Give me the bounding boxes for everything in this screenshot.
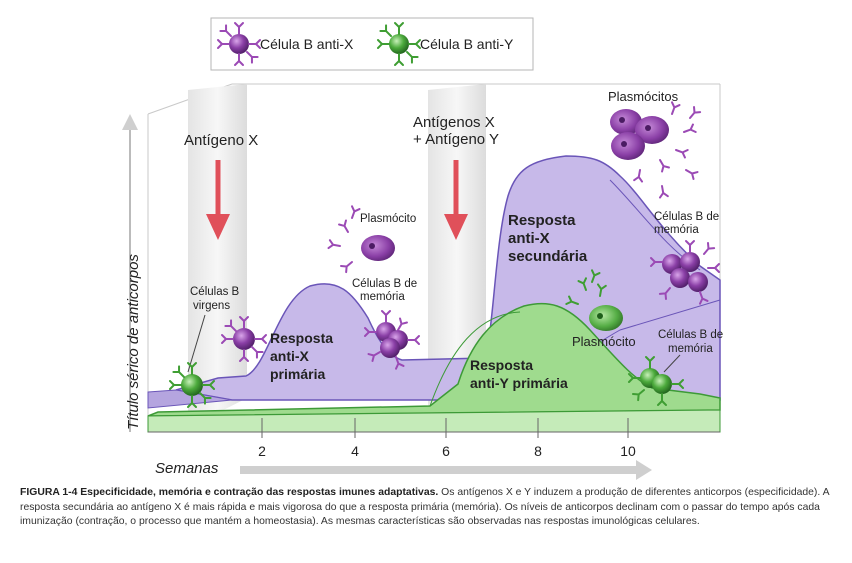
- secondary-x-label-line1: Resposta: [508, 212, 576, 229]
- antigens-xy-label-line2: + Antígeno Y: [413, 131, 499, 148]
- plasma-top-label: Plasmócitos: [608, 89, 679, 104]
- memory-b-cells-1-icon: [364, 310, 420, 370]
- purple-plasma-cell-icon: [327, 205, 395, 274]
- purple-plasma-cluster-icon: [610, 101, 702, 199]
- tick-label-week-6: 6: [442, 443, 450, 459]
- memory-b2-label-line2: memória: [654, 224, 699, 236]
- caption-title: FIGURA 1-4 Especificidade, memória e con…: [20, 487, 439, 498]
- plasma-small-label: Plasmócito: [360, 213, 416, 225]
- x-axis-ticks: [148, 418, 720, 438]
- plasma-green-label: Plasmócito: [572, 334, 636, 349]
- legend-item-anti-y: Célula B anti-Y: [420, 36, 514, 52]
- naive-b-label-line2: virgens: [193, 300, 230, 312]
- immune-response-diagram: Célula B anti-X Célula B anti-Y: [122, 17, 723, 480]
- figure-caption: FIGURA 1-4 Especificidade, memória e con…: [20, 486, 840, 530]
- antigens-xy-label-line1: Antígenos X: [413, 114, 495, 131]
- y-axis-label: Título sérico de anticorpos: [125, 254, 142, 430]
- legend: Célula B anti-X Célula B anti-Y: [210, 17, 534, 71]
- x-axis-arrow: [240, 460, 652, 480]
- secondary-x-label-line2: anti-X: [508, 230, 550, 247]
- tick-label-week-8: 8: [534, 443, 542, 459]
- naive-b-label-line1: Células B: [190, 286, 240, 298]
- primary-y-label-line2: anti-Y primária: [470, 375, 568, 391]
- antigen-x-label: Antígeno X: [184, 132, 258, 149]
- x-axis-label: Semanas: [155, 460, 219, 477]
- x-tick-labels: 2 4 6 8 10: [258, 443, 636, 459]
- anti-y-response-curve: [147, 302, 721, 433]
- antigen-xy-arrow-icon: [444, 160, 468, 240]
- antigen-x-shaft: [188, 84, 247, 428]
- legend-item-anti-x: Célula B anti-X: [260, 36, 354, 52]
- green-b-cell-icon: [377, 22, 421, 66]
- memory-b-cells-3-icon: [628, 356, 684, 406]
- green-plasma-cell-icon: [565, 269, 623, 331]
- naive-purple-b-cell-icon: [221, 316, 267, 362]
- primary-x-label-line3: primária: [270, 366, 325, 382]
- secondary-x-label-line3: secundária: [508, 248, 588, 265]
- memory-b1-label-line1: Células B de: [352, 278, 417, 290]
- tick-label-week-4: 4: [351, 443, 359, 459]
- memory-b3-label-line1: Células B de: [658, 329, 723, 341]
- antigen-xy-shaft: [428, 84, 486, 428]
- memory-b-cells-2-icon: [650, 240, 720, 305]
- memory-b1-label-line2: memória: [360, 291, 405, 303]
- primary-y-label-line1: Resposta: [470, 357, 533, 373]
- naive-green-b-cell-icon: [169, 362, 215, 408]
- memory-b2-label-line1: Células B de: [654, 211, 719, 223]
- y-axis-arrow: [122, 114, 138, 432]
- tick-label-week-10: 10: [620, 443, 636, 459]
- primary-x-label-line2: anti-X: [270, 348, 310, 364]
- antigen-x-arrow-icon: [206, 160, 230, 240]
- tick-label-week-2: 2: [258, 443, 266, 459]
- primary-x-label-line1: Resposta: [270, 330, 333, 346]
- purple-b-cell-icon: [217, 22, 261, 66]
- caption-body: Os antígenos X e Y induzem a produção de…: [20, 487, 829, 528]
- memory-b3-label-line2: memória: [668, 343, 713, 355]
